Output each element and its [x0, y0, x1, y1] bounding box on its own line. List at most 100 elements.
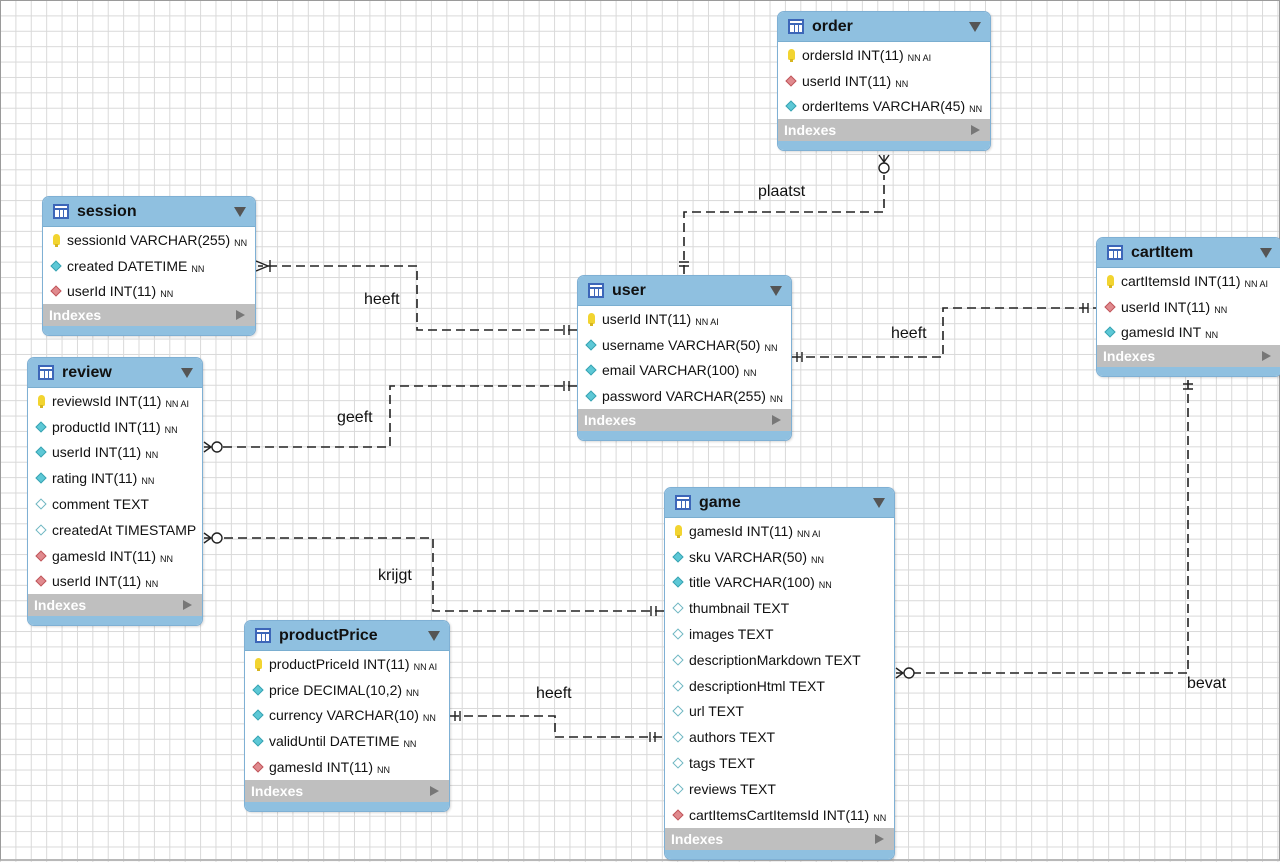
indexes-bar[interactable]: Indexes [245, 779, 449, 802]
column-row[interactable]: gamesId INT(11)NN [28, 543, 202, 569]
table-header[interactable]: productPrice [245, 621, 449, 651]
nullable-column-icon [672, 757, 684, 769]
column-row[interactable]: userId INT(11)NN [43, 279, 255, 305]
column-row[interactable]: userId INT(11)NN [1097, 294, 1280, 320]
column-row[interactable]: sku VARCHAR(50)NN [665, 544, 894, 570]
rel-line-cartitem-game [914, 380, 1189, 674]
column-row[interactable]: userId INT(11)NN [28, 569, 202, 595]
column-row[interactable]: reviewsId INT(11)NN AI [28, 388, 202, 414]
column-definition: created DATETIME [67, 257, 188, 274]
column-row[interactable]: userId INT(11)NN [28, 440, 202, 466]
column-row[interactable]: rating INT(11)NN [28, 465, 202, 491]
indexes-bar[interactable]: Indexes [665, 827, 894, 850]
table-header[interactable]: cartItem [1097, 238, 1280, 268]
column-icon [585, 339, 597, 351]
indexes-bar[interactable]: Indexes [778, 119, 990, 142]
column-row[interactable]: username VARCHAR(50)NN [578, 332, 791, 358]
column-flags: NN [191, 263, 205, 274]
column-row[interactable]: userId INT(11)NN [778, 68, 990, 94]
expand-arrow-icon[interactable] [875, 833, 884, 844]
column-row[interactable]: userId INT(11)NN AI [578, 306, 791, 332]
column-icon-slot [668, 808, 688, 821]
column-flags: NN [873, 812, 887, 823]
expand-arrow-icon[interactable] [236, 310, 245, 321]
column-row[interactable]: cartItemsCartItemsId INT(11)NN [665, 802, 894, 828]
column-row[interactable]: tags TEXT [665, 750, 894, 776]
collapse-triangle-icon[interactable] [873, 498, 885, 508]
table-footer [1097, 367, 1280, 377]
column-row[interactable]: title VARCHAR(100)NN [665, 570, 894, 596]
collapse-triangle-icon[interactable] [234, 207, 246, 217]
column-icon-slot [668, 628, 688, 640]
column-row[interactable]: reviews TEXT [665, 776, 894, 802]
column-definition: userId INT(11) [802, 72, 892, 89]
column-definition: sku VARCHAR(50) [689, 548, 807, 565]
column-icon-slot [248, 761, 268, 773]
column-row[interactable]: price DECIMAL(10,2)NN [245, 677, 449, 703]
column-row[interactable]: descriptionHtml TEXT [665, 673, 894, 699]
column-definition: username VARCHAR(50) [602, 336, 761, 353]
expand-arrow-icon[interactable] [971, 125, 980, 136]
column-icon [252, 709, 264, 722]
indexes-bar[interactable]: Indexes [578, 409, 791, 432]
column-row[interactable]: gamesId INT(11)NN [245, 754, 449, 780]
column-row[interactable]: thumbnail TEXT [665, 595, 894, 621]
column-row[interactable]: sessionId VARCHAR(255)NN [43, 227, 255, 253]
column-row[interactable]: createdAt TIMESTAMP [28, 517, 202, 543]
column-flags: NN AI [1244, 278, 1269, 289]
collapse-triangle-icon[interactable] [1260, 248, 1272, 258]
table-header[interactable]: review [28, 358, 202, 388]
column-row[interactable]: gamesId INT(11)NN AI [665, 518, 894, 544]
table-header[interactable]: session [43, 197, 255, 227]
column-flags: NN [1214, 304, 1228, 315]
column-definition: gamesId INT(11) [52, 547, 156, 564]
nullable-column-icon [672, 731, 684, 743]
indexes-bar[interactable]: Indexes [43, 304, 255, 327]
indexes-bar[interactable]: Indexes [1097, 345, 1280, 368]
column-icon [785, 100, 797, 113]
collapse-triangle-icon[interactable] [770, 286, 782, 296]
column-row[interactable]: url TEXT [665, 699, 894, 725]
column-row[interactable]: currency VARCHAR(10)NN [245, 703, 449, 729]
expand-arrow-icon[interactable] [772, 415, 781, 426]
collapse-triangle-icon[interactable] [428, 631, 440, 641]
collapse-triangle-icon[interactable] [181, 368, 193, 378]
column-row[interactable]: authors TEXT [665, 724, 894, 750]
expand-arrow-icon[interactable] [430, 785, 439, 796]
collapse-triangle-icon[interactable] [969, 22, 981, 32]
column-flags: NN [818, 580, 832, 591]
table-header[interactable]: user [578, 276, 791, 306]
column-row[interactable]: password VARCHAR(255)NN [578, 383, 791, 409]
table-title: session [77, 202, 137, 220]
foreign-key-icon [252, 761, 264, 773]
column-row[interactable]: orderItems VARCHAR(45)NN [778, 94, 990, 120]
column-icon-slot [1100, 301, 1120, 313]
column-row[interactable]: productPriceId INT(11)NN AI [245, 651, 449, 677]
indexes-bar[interactable]: Indexes [28, 594, 202, 617]
table-icon [675, 495, 691, 510]
table-footer [778, 141, 990, 151]
cardinality-cartitem-user-one [1082, 303, 1089, 313]
column-row[interactable]: comment TEXT [28, 491, 202, 517]
column-row[interactable]: cartItemsId INT(11)NN AI [1097, 268, 1280, 294]
column-row[interactable]: descriptionMarkdown TEXT [665, 647, 894, 673]
column-row[interactable]: productId INT(11)NN [28, 414, 202, 440]
column-row[interactable]: images TEXT [665, 621, 894, 647]
table-header[interactable]: order [778, 12, 990, 42]
table-header[interactable]: game [665, 488, 894, 518]
expand-arrow-icon[interactable] [1262, 351, 1271, 362]
column-row[interactable]: ordersId INT(11)NN AI [778, 42, 990, 68]
indexes-label: Indexes [34, 597, 87, 614]
column-row[interactable]: email VARCHAR(100)NN [578, 358, 791, 384]
expand-arrow-icon[interactable] [183, 600, 192, 611]
